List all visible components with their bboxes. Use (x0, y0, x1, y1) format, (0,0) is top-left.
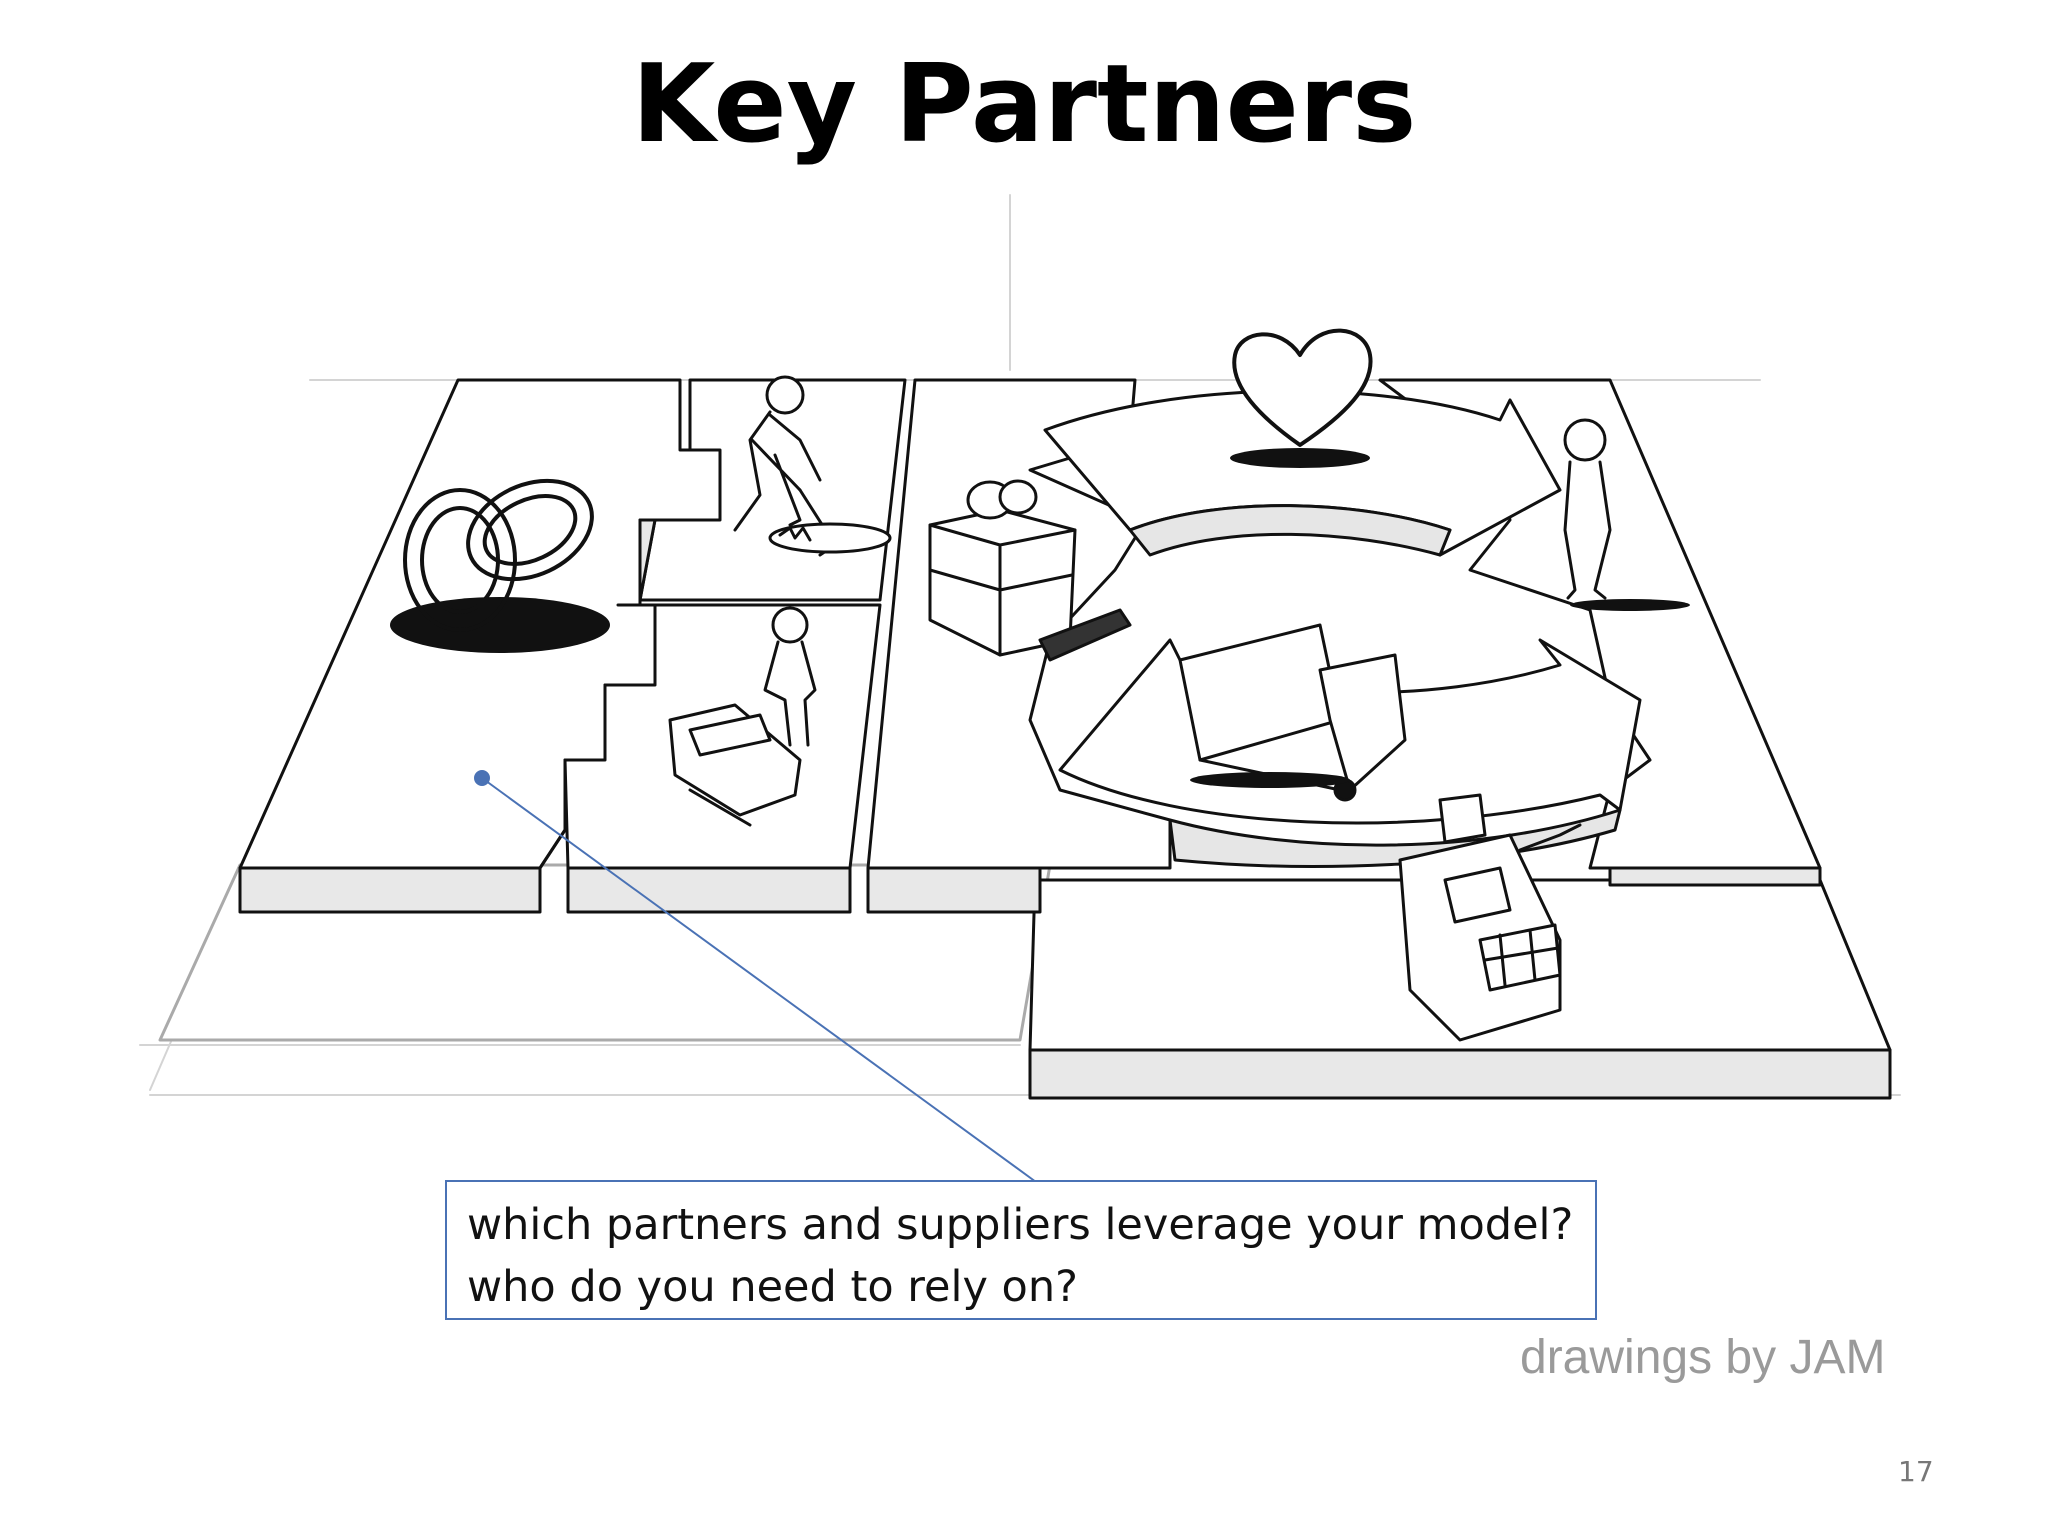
page-number: 17 (1898, 1455, 1934, 1488)
rings-icon (390, 478, 610, 653)
drawing-credit: drawings by JAM (1520, 1331, 1886, 1384)
customer-person-icon (1563, 418, 1690, 611)
callout-question-2: who do you need to rely on? (467, 1262, 1078, 1312)
customer-relationships-arc (1043, 389, 1562, 557)
callout-connector (474, 770, 1037, 1183)
cash-register-icon (1398, 793, 1582, 1042)
delivery-truck-icon (1178, 623, 1407, 802)
gift-box-icon (928, 479, 1132, 662)
callout-box: which partners and suppliers leverage yo… (445, 1180, 1597, 1320)
digging-person-icon (733, 375, 892, 557)
heart-icon (1230, 328, 1373, 468)
callout-question-1: which partners and suppliers leverage yo… (467, 1200, 1574, 1250)
slide-title: Key Partners (631, 42, 1417, 167)
worker-with-machine-icon (668, 606, 817, 827)
